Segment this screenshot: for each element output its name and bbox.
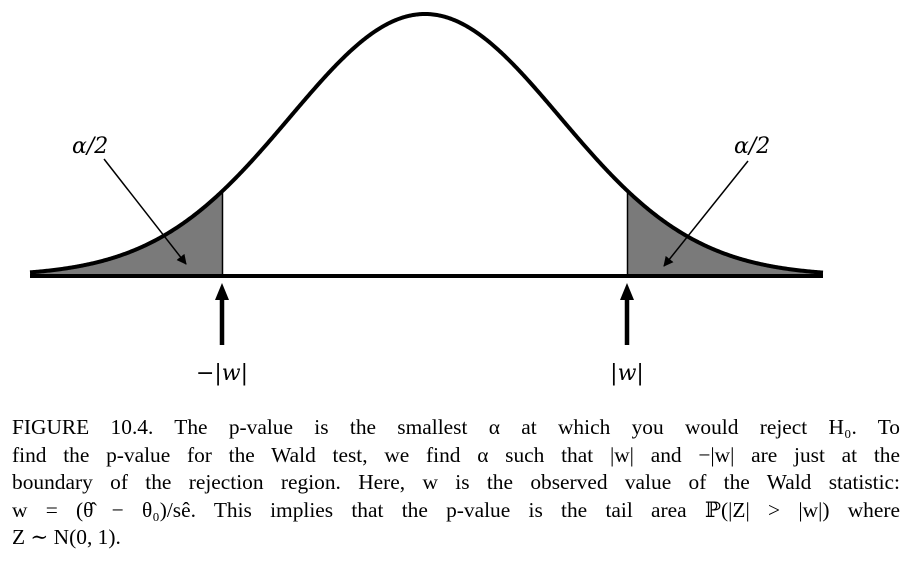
right-marker-label: |w|	[610, 361, 644, 386]
caption-line-2: find the p-value for the Wald test, we f…	[12, 442, 900, 467]
caption-line-5: Z ∼ N(0, 1).	[12, 525, 121, 549]
left-marker-arrow	[215, 283, 229, 345]
caption-line-3: boundary of the rejection region. Here, …	[12, 470, 900, 494]
caption-text-1: The p-value is the smallest α at which y…	[174, 415, 900, 439]
right-tail-area	[627, 190, 823, 276]
figure-caption: FIGURE 10.4. The p-value is the smallest…	[12, 414, 900, 552]
normal-density-curve	[29, 12, 824, 275]
left-tail-area	[30, 190, 223, 276]
left-tail-pointer-arrow	[103, 158, 187, 265]
normal-distribution-figure: α/2 α/2 −|w| |w|	[29, 12, 824, 386]
left-marker-label: −|w|	[196, 361, 248, 386]
left-tail-label: α/2	[72, 134, 108, 159]
caption-line-1: FIGURE 10.4. The p-value is the smallest…	[12, 414, 900, 442]
caption-line-4: w = (θ̂ − θ₀)/sê. This implies that the …	[12, 497, 900, 522]
caption-figure-label: FIGURE 10.4.	[12, 415, 154, 439]
right-tail-pointer-arrow	[663, 160, 749, 267]
right-tail-label: α/2	[734, 134, 770, 159]
right-marker-arrow	[620, 283, 634, 345]
